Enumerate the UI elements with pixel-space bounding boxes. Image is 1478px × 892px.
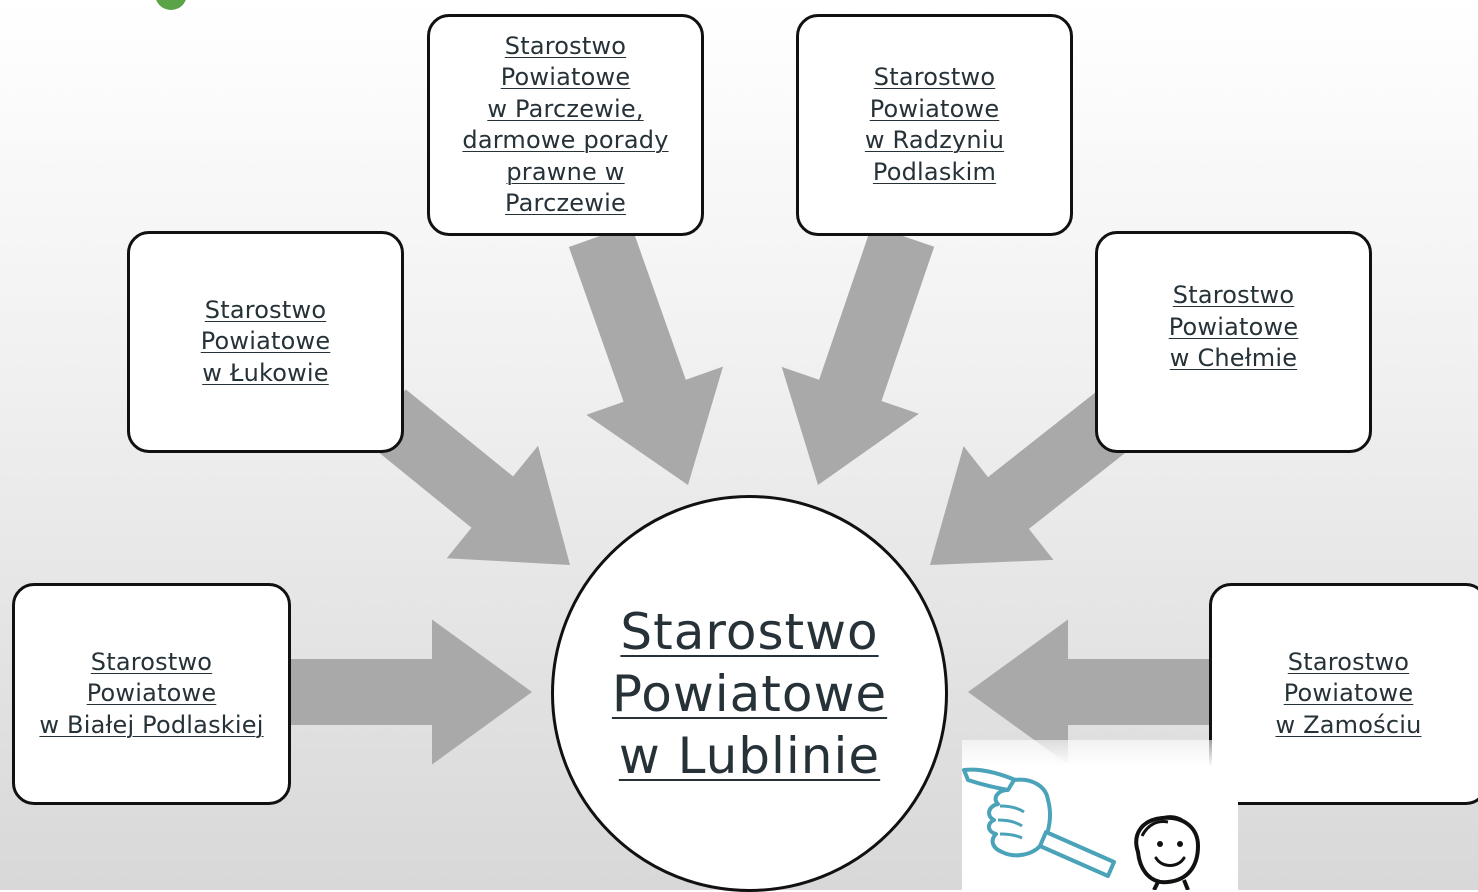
pointing-hand-icon [962,767,1201,890]
arrow-from-biala [291,619,532,765]
node-biala: Starostwo Powiatowe w Białej Podlaskiej [12,583,291,805]
link-zamosc[interactable]: Starostwo Powiatowe w Zamościu [1275,647,1422,739]
link-chelm[interactable]: Starostwo Powiatowe w Chełmie [1168,281,1299,372]
link-lukow[interactable]: Starostwo Powiatowe w Łukowie [200,295,331,387]
link-lublin[interactable]: Starostwo Powiatowe w Lublinie [611,602,888,785]
node-lukow: Starostwo Powiatowe w Łukowie [127,231,404,453]
node-zamosc: Starostwo Powiatowe w Zamościu [1209,583,1478,805]
arrow-from-zamosc [968,619,1209,765]
node-chelm: Starostwo Powiatowe w Chełmie [1095,231,1372,453]
link-biala[interactable]: Starostwo Powiatowe w Białej Podlaskiej [39,647,264,739]
node-center-lublin: Starostwo Powiatowe w Lublinie [551,495,948,892]
logo-icon [155,0,187,10]
arrow-from-parczew [568,225,723,485]
link-radzyn[interactable]: Starostwo Powiatowe w Radzyniu Podlaskim [864,63,1005,186]
arrow-from-radzyn [781,225,935,486]
arrow-from-chelm [930,389,1141,565]
pointing-hand-illustration [962,740,1238,890]
link-parczew[interactable]: Starostwo Powiatowe w Parczewie, darmowe… [462,31,669,218]
node-radzyn: Starostwo Powiatowe w Radzyniu Podlaskim [796,14,1073,236]
arrow-from-lukow [364,389,570,565]
node-parczew: Starostwo Powiatowe w Parczewie, darmowe… [427,14,704,236]
